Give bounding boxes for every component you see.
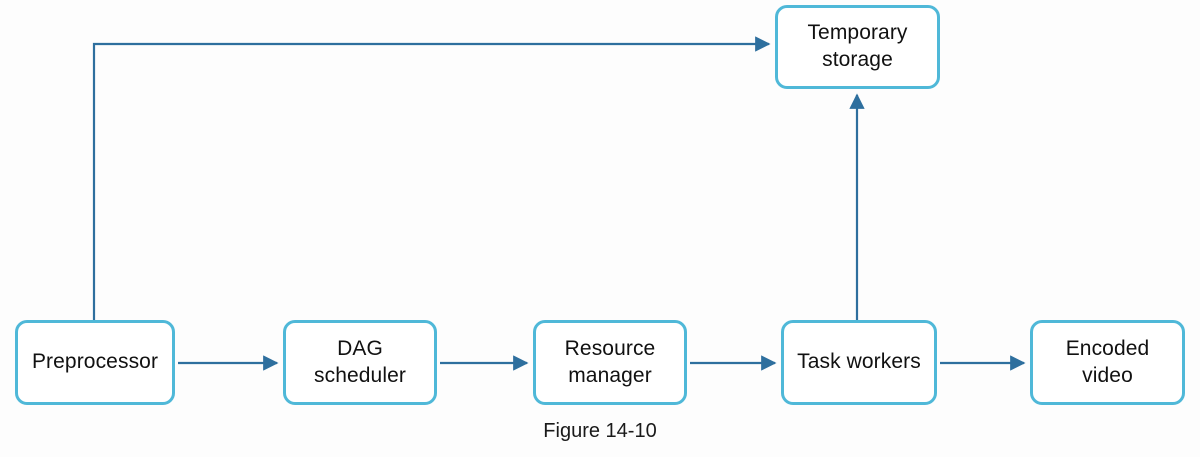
node-task-workers[interactable]: Task workers [781, 320, 937, 405]
node-label-task-workers: Task workers [797, 350, 921, 374]
node-label-dag-scheduler: DAG scheduler [314, 336, 406, 387]
edge-preprocessor-to-temporary-storage [92, 36, 771, 322]
node-resource-manager[interactable]: Resource manager [533, 320, 687, 405]
node-label-temporary-storage: Temporary storage [807, 21, 908, 71]
figure-caption: Figure 14-10 [543, 420, 657, 442]
node-preprocessor[interactable]: Preprocessor [15, 320, 175, 405]
node-label-resource-manager: Resource manager [564, 336, 656, 387]
node-temporary-storage[interactable]: Temporary storage [775, 5, 940, 89]
node-label-encoded-video: Encoded video [1065, 336, 1150, 387]
node-encoded-video[interactable]: Encoded video [1030, 320, 1185, 405]
node-dag-scheduler[interactable]: DAG scheduler [283, 320, 437, 405]
node-label-preprocessor: Preprocessor [31, 350, 159, 374]
